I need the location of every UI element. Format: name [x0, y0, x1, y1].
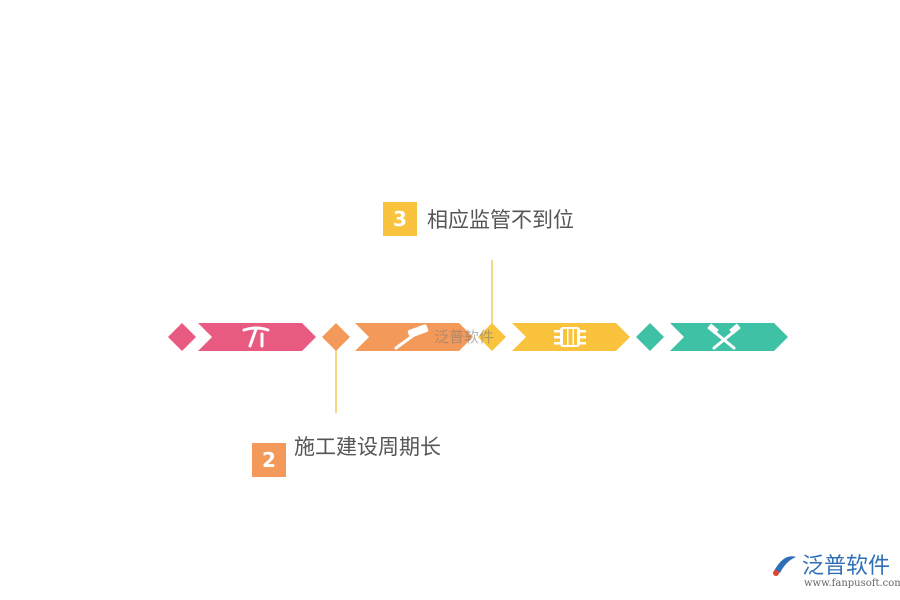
- step-2-diamond: [322, 323, 350, 351]
- brand-name: 泛普软件: [802, 554, 891, 579]
- callout-2-text: 施工建设周期长: [294, 435, 441, 459]
- crossed-hammers-icon: [707, 323, 741, 350]
- step-3-diamond: [478, 323, 506, 351]
- hammer-icon: [394, 324, 429, 350]
- traffic-light-icon: [554, 327, 586, 347]
- callout-3-text: 相应监管不到位: [427, 208, 574, 232]
- callout-2: 2 施工建设周期长: [252, 435, 441, 477]
- brand-url: www.fanpusoft.com: [804, 578, 900, 589]
- step-2-chevron: [355, 323, 473, 351]
- callout-2-number: 2: [252, 443, 286, 477]
- callout-3-number: 3: [383, 202, 417, 236]
- callout-3: 3 相应监管不到位: [383, 202, 574, 236]
- center-watermark: 泛普软件: [434, 328, 495, 346]
- brand-watermark: 泛普软件: [770, 548, 890, 580]
- step-4-diamond: [636, 323, 664, 351]
- brand-logo-icon: [773, 556, 796, 576]
- pickaxe-icon: [242, 326, 270, 348]
- step-1-chevron: [198, 323, 316, 351]
- step-1-diamond: [168, 323, 196, 351]
